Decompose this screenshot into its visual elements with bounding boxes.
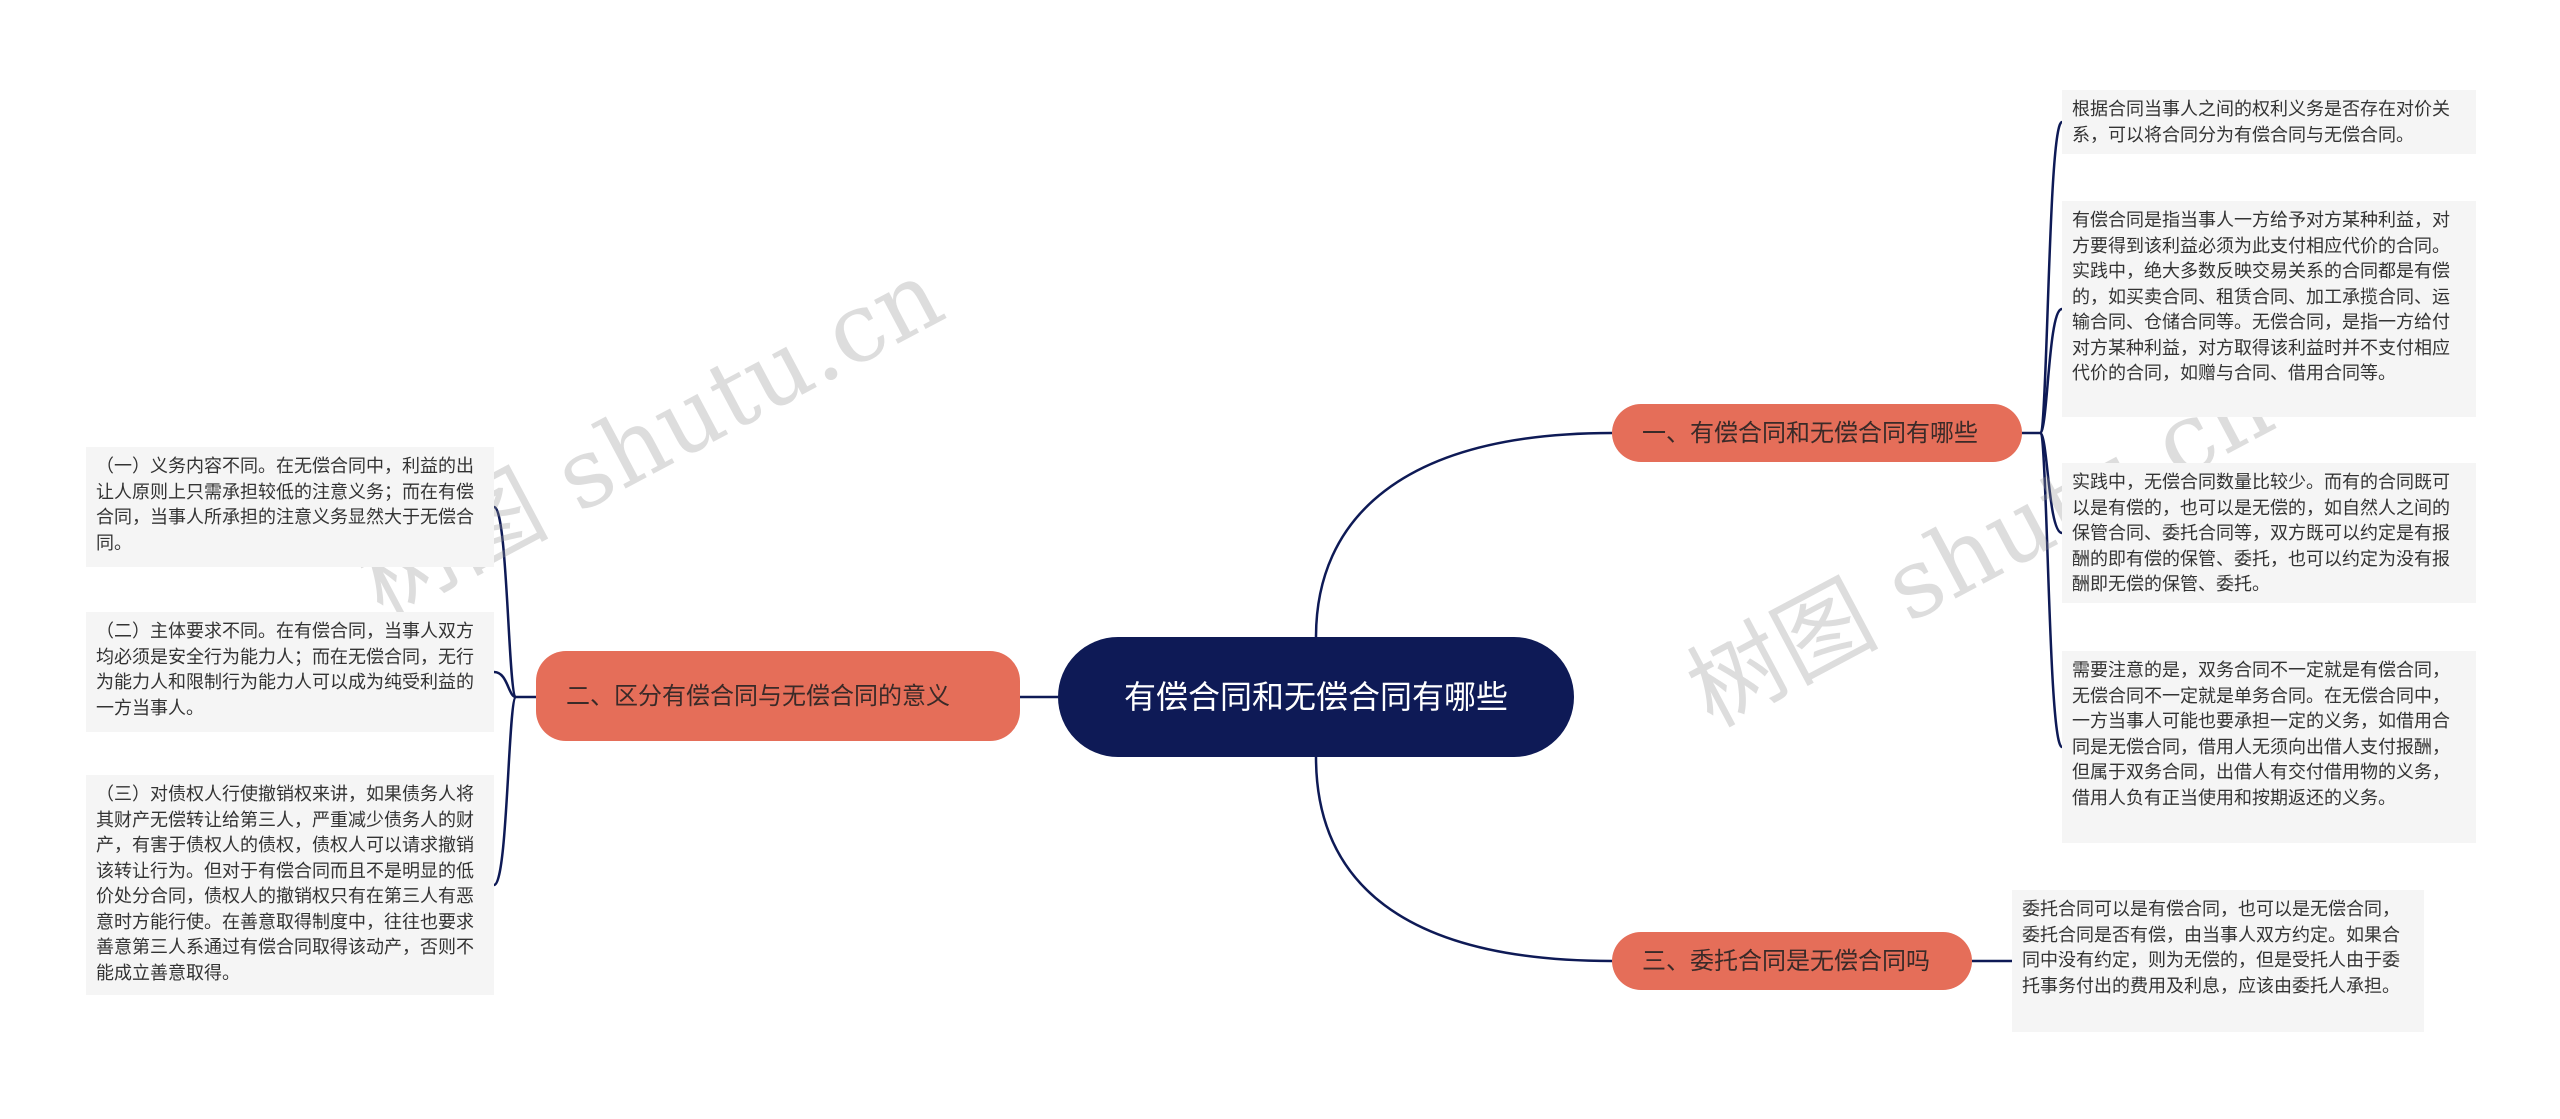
leaf-3-1: 委托合同可以是有偿合同，也可以是无偿合同，委托合同是否有偿，由当事人双方约定。如… [2012,890,2424,1032]
branch-label-3: 三、委托合同是无偿合同吗 [1642,947,1930,975]
branch-node-3[interactable]: 三、委托合同是无偿合同吗 [1612,932,1972,990]
branch-label-1: 一、有偿合同和无偿合同有哪些 [1642,419,1978,447]
branch-node-2[interactable]: 二、区分有偿合同与无偿合同的意义 [536,651,1020,741]
connector-root-branch-1 [1314,431,1613,638]
connector-branch-1-leaf-3 [2038,431,2063,535]
leaf-1-2: 有偿合同是指当事人一方给予对方某种利益，对方要得到该利益必须为此支付相应代价的合… [2062,201,2476,417]
root-node[interactable]: 有偿合同和无偿合同有哪些 [1058,637,1574,757]
connector-branch-1-leaf-2 [2038,307,2063,435]
connector-root-branch-3 [1314,756,1613,963]
connector-branch-2-leaf-3 [492,695,518,887]
connector-branch-2-leaf-2 [493,670,517,699]
connector-branch-1-leaf-1 [2038,120,2064,435]
leaf-1-3: 实践中，无偿合同数量比较少。而有的合同既可以是有偿的，也可以是无偿的，如自然人之… [2062,463,2476,603]
watermark-left: 树图 shutu.cn [340,238,960,639]
leaf-2-1: （一）义务内容不同。在无偿合同中，利益的出让人原则上只需承担较低的注意义务；而在… [86,447,494,567]
connector-branch-2-leaf-1 [492,505,518,699]
leaf-2-2: （二）主体要求不同。在有偿合同，当事人双方均必须是安全行为能力人；而在无偿合同，… [86,612,494,732]
connector-branch-1-leaf-4 [2038,431,2064,749]
branch-node-1[interactable]: 一、有偿合同和无偿合同有哪些 [1612,404,2022,462]
leaf-1-4: 需要注意的是，双务合同不一定就是有偿合同，无偿合同不一定就是单务合同。在无偿合同… [2062,651,2476,843]
root-label: 有偿合同和无偿合同有哪些 [1123,678,1508,716]
leaf-1-1: 根据合同当事人之间的权利义务是否存在对价关系，可以将合同分为有偿合同与无偿合同。 [2062,90,2476,154]
branch-label-2: 二、区分有偿合同与无偿合同的意义 [566,682,950,710]
leaf-2-3: （三）对债权人行使撤销权来讲，如果债务人将其财产无偿转让给第三人，严重减少债务人… [86,775,494,995]
